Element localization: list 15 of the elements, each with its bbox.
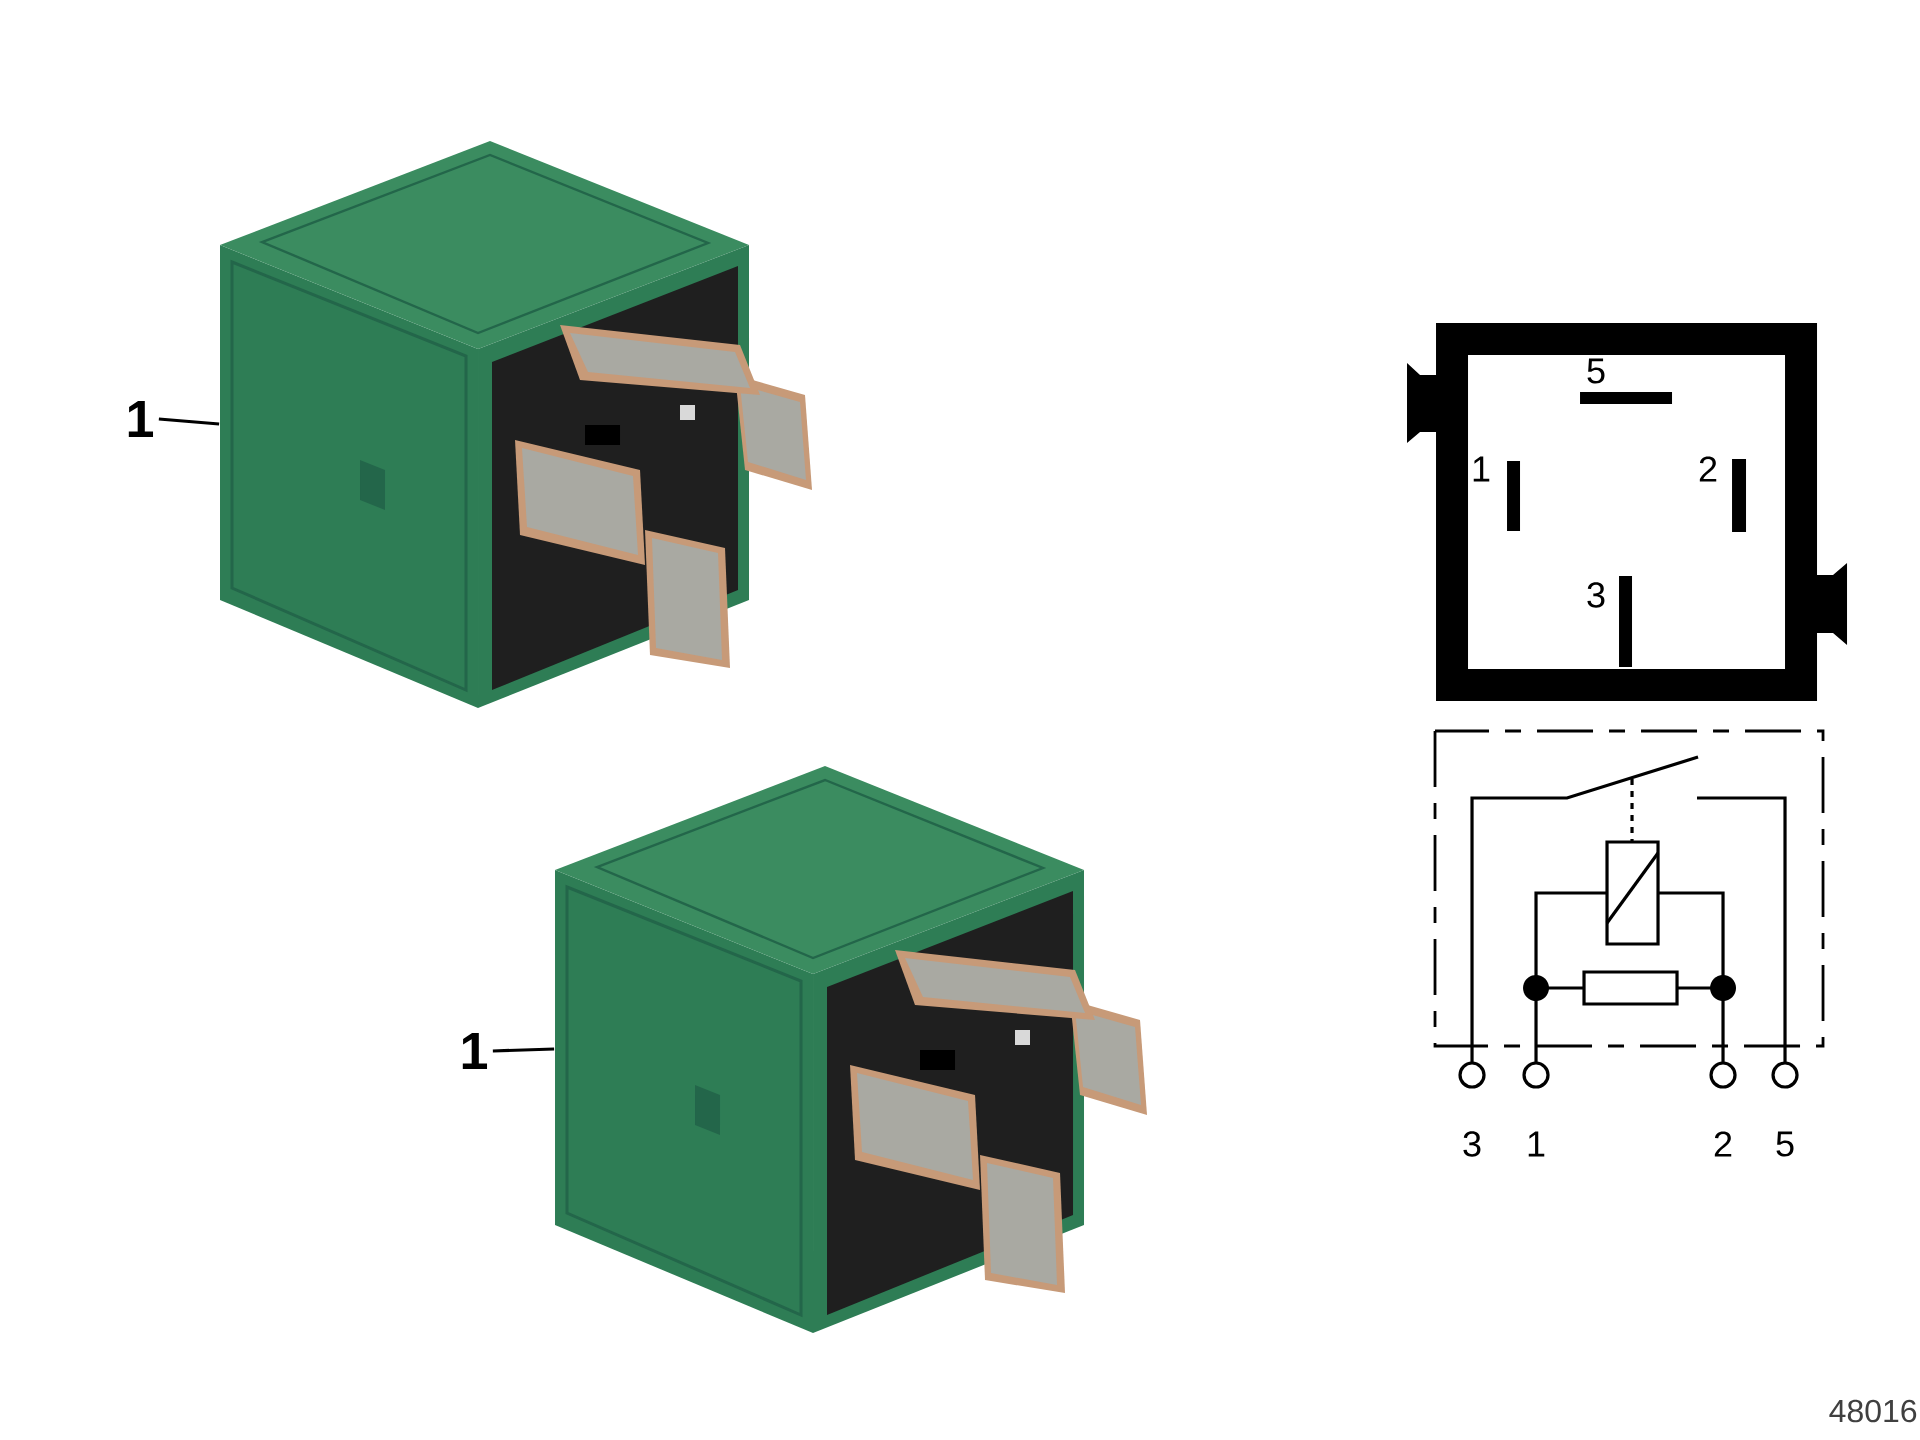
callout-number: 1 — [128, 401, 153, 437]
pin-number: 2 — [1699, 456, 1717, 482]
pin-number: 5 — [1776, 1131, 1794, 1157]
leader-line — [492, 1047, 555, 1053]
pin-number: 1 — [1473, 456, 1490, 482]
leader-line — [158, 417, 220, 426]
callout-number: 1 — [462, 1033, 488, 1069]
relay-drawing — [220, 141, 812, 708]
pin-number: 3 — [1587, 582, 1605, 608]
pin-number: 5 — [1587, 358, 1605, 384]
pin-number: 2 — [1714, 1131, 1732, 1157]
pin-number: 3 — [1463, 1131, 1481, 1157]
image-number: 48016 — [1829, 1399, 1917, 1423]
pin-number: 1 — [1528, 1131, 1545, 1157]
relay-drawing — [555, 766, 1147, 1333]
